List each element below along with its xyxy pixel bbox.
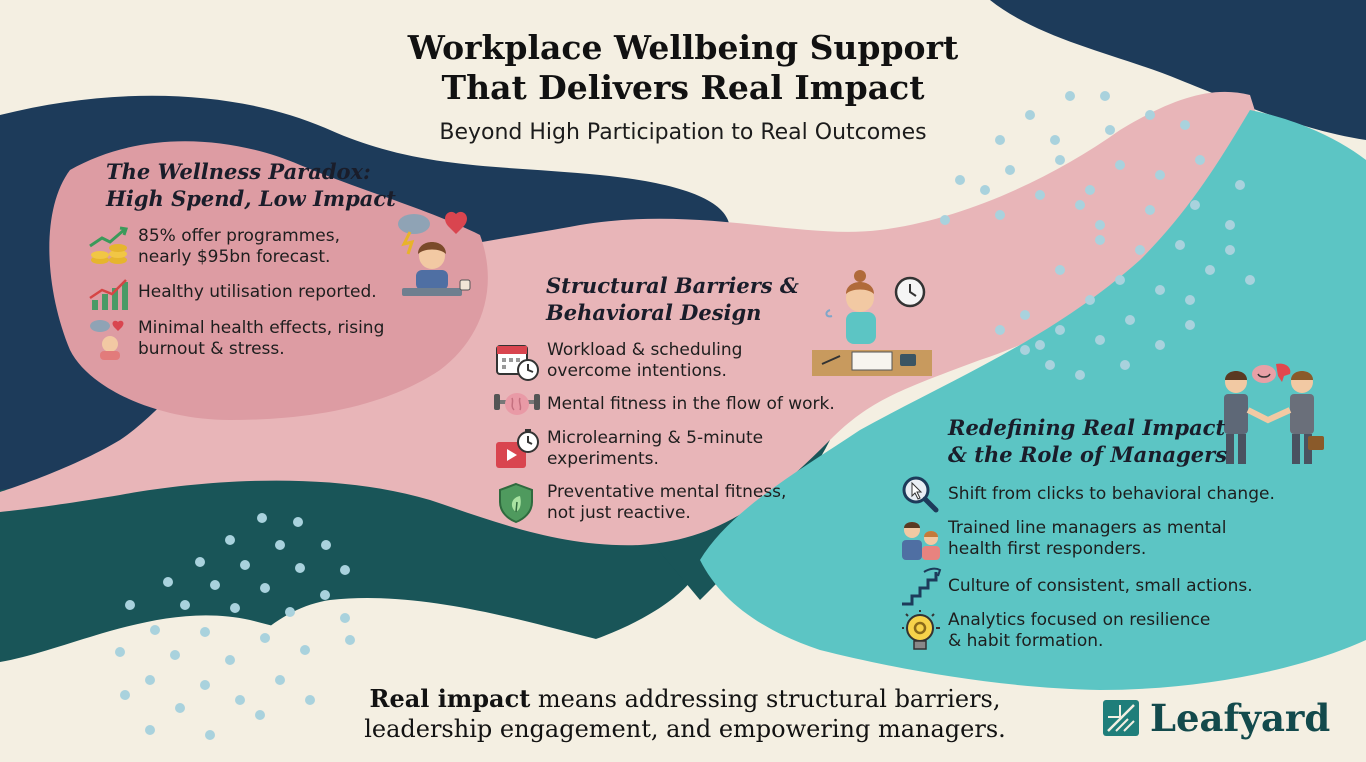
page-title: Workplace Wellbeing Support That Deliver… [300,28,1066,108]
footer-line-2: leadership engagement, and empowering ma… [364,715,1006,743]
footer-statement: Real impact means addressing structural … [360,684,1010,744]
list-item-text: 85% offer programmes, nearly $95bn forec… [138,226,340,267]
list-item: Shift from clicks to behavioral change. [900,474,1275,514]
barriers-title-line-1: Structural Barriers & [546,273,799,298]
impact-title-line-2: & the Role of Managers [948,442,1228,467]
list-item: Mental fitness in the flow of work. [492,384,835,420]
list-item: Preventative mental fitness, not just re… [496,482,786,524]
list-item: Analytics focused on resilience & habit … [902,610,1210,654]
stressed-person-icon [90,320,124,360]
leaf-logo-icon [1103,700,1139,736]
lightbulb-gear-icon [902,610,940,650]
list-item: 85% offer programmes, nearly $95bn forec… [88,226,340,268]
magnifier-click-icon [902,476,939,513]
list-item: Trained line managers as mental health f… [898,518,1226,562]
list-item-text: Microlearning & 5-minute experiments. [547,428,764,469]
rising-coins-chart-icon [89,226,128,264]
paradox-title-line-2: High Spend, Low Impact [106,186,396,211]
list-item-text: Shift from clicks to behavioral change. [948,484,1275,504]
page-subtitle: Beyond High Participation to Real Outcom… [439,120,927,145]
video-timer-icon [496,429,539,468]
impact-title: Redefining Real Impact & the Role of Man… [948,414,1227,468]
meditating-worker-illustration [812,270,932,376]
growth-chart-icon [89,279,128,310]
manager-team-icon [902,522,940,560]
paradox-title-line-1: The Wellness Paradox: [106,159,371,184]
footer-line-1-rest: means addressing structural barriers, [530,685,1001,713]
list-item: Healthy utilisation reported. [88,276,377,312]
impact-title-line-1: Redefining Real Impact [948,415,1226,440]
list-item: Minimal health effects, rising burnout &… [88,318,384,360]
managers-handshake-illustration [1224,363,1324,464]
list-item-text: Workload & scheduling overcome intention… [547,340,743,381]
brand-name: Leafyard [1150,696,1331,740]
brain-dumbbell-icon [494,393,540,415]
list-item-text: Minimal health effects, rising burnout &… [138,318,385,359]
list-item-text: Healthy utilisation reported. [138,282,377,302]
list-item-text: Culture of consistent, small actions. [948,576,1253,596]
calendar-clock-icon [496,345,539,381]
list-item-text: Trained line managers as mental health f… [948,518,1227,559]
title-line-2: That Delivers Real Impact [441,68,925,107]
list-item-text: Mental fitness in the flow of work. [547,394,835,414]
paradox-title: The Wellness Paradox: High Spend, Low Im… [106,158,396,212]
brand-logo: Leafyard [1102,696,1330,740]
stressed-worker-illustration [398,211,471,296]
title-line-1: Workplace Wellbeing Support [407,28,959,67]
list-item: Microlearning & 5-minute experiments. [494,428,763,472]
shield-leaf-icon [499,482,533,524]
list-item: Workload & scheduling overcome intention… [494,340,742,382]
list-item: Culture of consistent, small actions. [900,566,1253,608]
list-item-text: Analytics focused on resilience & habit … [948,610,1211,651]
barriers-title: Structural Barriers & Behavioral Design [546,272,799,326]
barriers-title-line-2: Behavioral Design [546,300,762,325]
list-item-text: Preventative mental fitness, not just re… [547,482,787,523]
footer-line-1: Real impact means addressing structural … [360,684,1010,714]
footer-bold: Real impact [369,684,531,713]
stairs-icon [902,567,942,606]
